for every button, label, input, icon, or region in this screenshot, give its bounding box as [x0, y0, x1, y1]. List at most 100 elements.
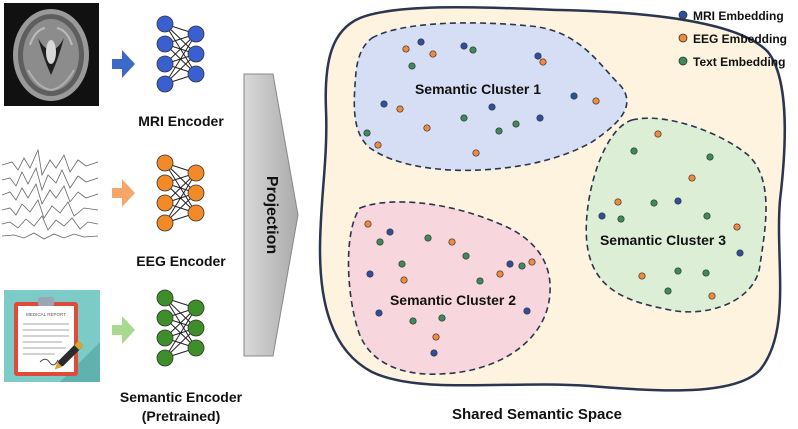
- text-embedding-point: [398, 260, 406, 268]
- eeg-embedding-point: [496, 270, 504, 278]
- projection-label: Projection: [263, 176, 280, 254]
- text-embedding-point: [650, 199, 658, 207]
- mri-input-arrow: [112, 50, 135, 78]
- legend-mri-marker: [678, 10, 688, 20]
- text-embedding-point: [376, 238, 384, 246]
- text-embedding-point: [617, 215, 625, 223]
- eeg-embedding-point: [688, 174, 696, 182]
- eeg-embedding-point: [374, 141, 382, 149]
- text-embedding-point: [476, 277, 484, 285]
- legend-text-marker: [678, 56, 688, 66]
- eeg-encoder-node: [187, 164, 205, 182]
- report-title: MEDICAL REPORT: [26, 312, 66, 317]
- eeg-signal-image: [1, 148, 99, 240]
- mri-embedding-point: [488, 103, 496, 111]
- text-embedding-point: [469, 46, 477, 54]
- semantic-encoder-node: [187, 299, 205, 317]
- eeg-embedding-point: [733, 223, 741, 231]
- mri-scan-image: [4, 3, 99, 106]
- eeg-embedding-point: [614, 198, 622, 206]
- mri-encoder-network: [156, 15, 205, 93]
- semantic-cluster-3: [585, 117, 767, 313]
- mri-embedding-point: [417, 38, 425, 46]
- text-embedding-point: [409, 317, 417, 325]
- eeg-embedding-point: [429, 50, 437, 58]
- eeg-encoder-edge: [164, 172, 197, 224]
- semantic-encoder-node: [187, 339, 205, 357]
- semantic-cluster-2: [347, 201, 551, 375]
- text-embedding-point: [495, 127, 503, 135]
- text-embedding-point: [363, 129, 371, 137]
- eeg-encoder-label: EEG Encoder: [136, 253, 226, 269]
- mri-embedding-point: [736, 249, 744, 257]
- mri-embedding-point: [523, 307, 531, 315]
- eeg-embedding-point: [423, 124, 431, 132]
- eeg-embedding-point: [708, 292, 716, 300]
- eeg-embedding-point: [396, 105, 404, 113]
- text-embedding-point: [460, 114, 468, 122]
- cluster-1-label: Semantic Cluster 1: [415, 81, 541, 97]
- eeg-input-arrow: [112, 179, 135, 207]
- eeg-embedding-point: [539, 58, 547, 66]
- semantic-encoder-node: [156, 329, 174, 347]
- shared-space-label: Shared Semantic Space: [452, 406, 622, 423]
- eeg-embedding-point: [400, 276, 408, 284]
- legend-text-label: Text Embedding: [693, 55, 785, 69]
- mri-encoder-node: [156, 75, 174, 93]
- eeg-embedding-point: [402, 45, 410, 53]
- projection-arrow: [243, 73, 299, 357]
- mri-embedding-point: [366, 270, 374, 278]
- mri-embedding-point: [386, 228, 394, 236]
- semantic-encoder-edge: [164, 307, 197, 359]
- eeg-embedding-point: [638, 272, 646, 280]
- mri-encoder-node: [156, 35, 174, 53]
- eeg-encoder-node: [156, 194, 174, 212]
- text-embedding-point: [674, 267, 682, 275]
- text-embedding-point: [408, 62, 416, 70]
- text-embedding-point: [518, 262, 526, 270]
- text-embedding-point: [706, 153, 714, 161]
- text-embedding-point: [512, 120, 520, 128]
- text-embedding-point: [438, 314, 446, 322]
- eeg-encoder-network: [156, 154, 205, 232]
- eeg-encoder-node: [156, 154, 174, 172]
- eeg-embedding-point: [528, 258, 536, 266]
- mri-embedding-point: [430, 349, 438, 357]
- eeg-encoder-node: [187, 204, 205, 222]
- semantic-encoder-label: Semantic Encoder: [120, 389, 243, 405]
- pen-icon: [54, 340, 84, 370]
- semantic-encoder-node: [156, 349, 174, 367]
- text-embedding-point: [702, 269, 710, 277]
- mri-encoder-label: MRI Encoder: [138, 113, 224, 129]
- mri-embedding-point: [674, 197, 682, 205]
- eeg-embedding-point: [432, 333, 440, 341]
- eeg-encoder-node: [187, 184, 205, 202]
- semantic-encoder-node: [156, 309, 174, 327]
- eeg-embedding-point: [472, 149, 480, 157]
- mri-embedding-point: [598, 212, 606, 220]
- eeg-encoder-node: [156, 174, 174, 192]
- cluster-2-label: Semantic Cluster 2: [390, 292, 516, 308]
- eeg-embedding-point: [592, 97, 600, 105]
- mri-encoder-node: [156, 15, 174, 33]
- mri-embedding-point: [375, 309, 383, 317]
- legend-eeg-label: EEG Embedding: [693, 32, 787, 46]
- semantic-encoder-node: [156, 289, 174, 307]
- semantic-encoder-network: [156, 289, 205, 367]
- mri-encoder-node: [187, 25, 205, 43]
- text-input-arrow: [112, 316, 135, 344]
- text-embedding-point: [630, 147, 638, 155]
- mri-embedding-point: [506, 260, 514, 268]
- mri-embedding-point: [380, 100, 388, 108]
- mri-encoder-edge: [164, 33, 197, 85]
- text-embedding-point: [703, 212, 711, 220]
- semantic-encoder-node: [187, 319, 205, 337]
- text-embedding-point: [424, 234, 432, 242]
- mri-embedding-point: [536, 114, 544, 122]
- mri-encoder-node: [187, 65, 205, 83]
- legend-eeg-marker: [678, 33, 688, 43]
- mri-embedding-point: [534, 52, 542, 60]
- legend-mri-label: MRI Embedding: [693, 9, 784, 23]
- mri-encoder-node: [187, 45, 205, 63]
